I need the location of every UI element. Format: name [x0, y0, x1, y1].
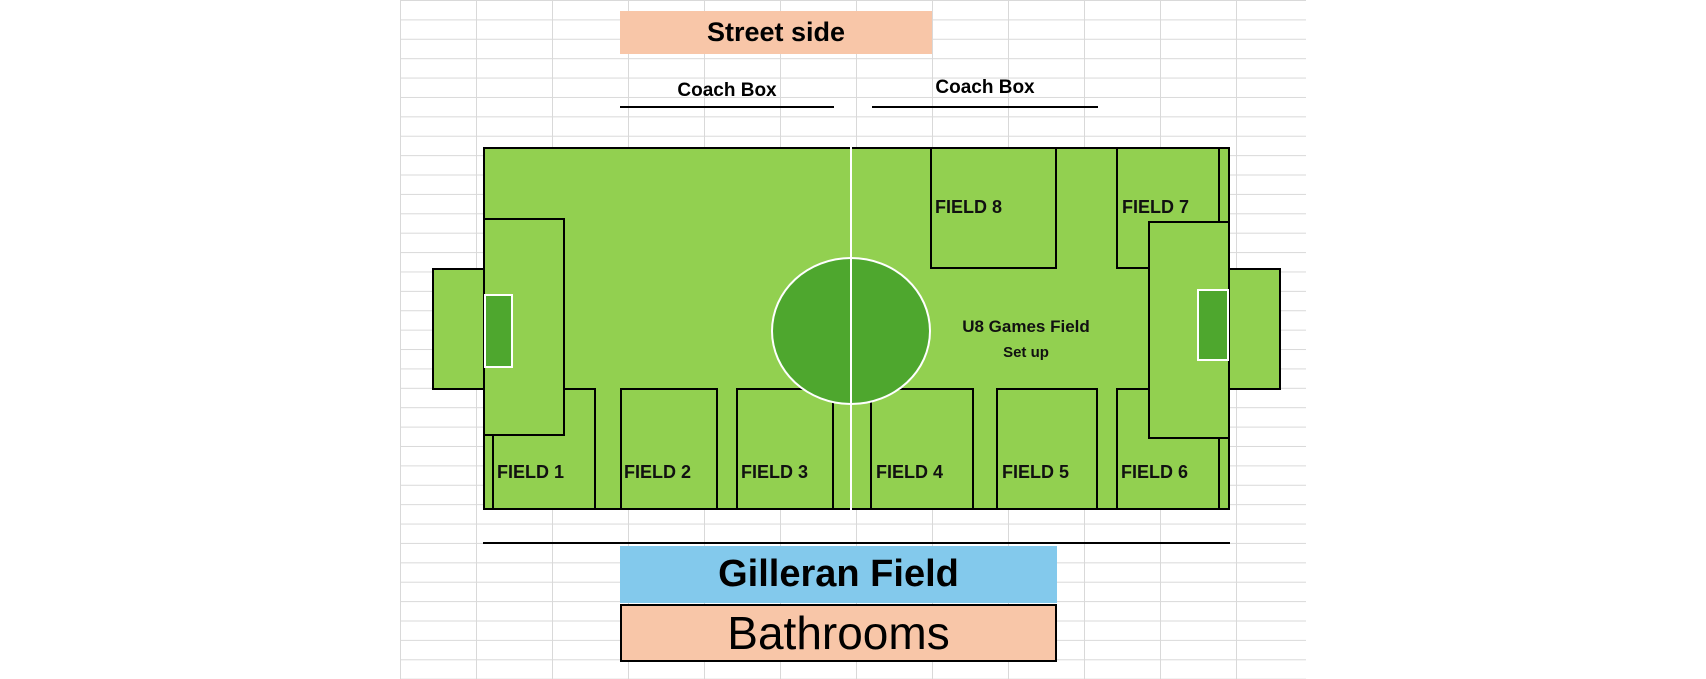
bathrooms-banner: Bathrooms	[620, 604, 1057, 662]
u8-games-field-label: U8 Games Field	[962, 317, 1090, 336]
field-8-label: FIELD 8	[935, 197, 1003, 217]
left-end-extension	[432, 268, 486, 390]
sideline	[483, 542, 1230, 544]
coach-box-right-label: Coach Box	[935, 77, 1035, 98]
coach-box-left-label: Coach Box	[677, 80, 777, 101]
gilleran-field-banner: Gilleran Field	[620, 546, 1057, 603]
right-goal-box	[1197, 289, 1229, 361]
field-2-label: FIELD 2	[624, 462, 692, 482]
field-5-label: FIELD 5	[1002, 462, 1070, 482]
bathrooms-label: Bathrooms	[727, 607, 950, 659]
coach-box-left-line	[620, 106, 834, 108]
field-3-label: FIELD 3	[741, 462, 809, 482]
left-goal-box	[484, 294, 513, 368]
field-4-box	[870, 388, 974, 510]
street-side-label: Street side	[706, 17, 846, 47]
street-side-banner: Street side	[620, 11, 932, 54]
field-4-label: FIELD 4	[876, 462, 944, 482]
right-end-extension	[1227, 268, 1281, 390]
field-2-box	[620, 388, 718, 510]
coach-box-right-line	[872, 106, 1098, 108]
field-5-box	[996, 388, 1098, 510]
field-1-label: FIELD 1	[497, 462, 565, 482]
right-penalty-area	[1148, 221, 1230, 439]
set-up-label: Set up	[1003, 344, 1049, 361]
gilleran-field-label: Gilleran Field	[718, 553, 959, 595]
field-6-label: FIELD 6	[1121, 462, 1189, 482]
field-8-box	[930, 147, 1057, 269]
field-3-box	[736, 388, 834, 510]
center-circle-halfway	[850, 257, 852, 405]
field-7-label: FIELD 7	[1122, 197, 1190, 217]
